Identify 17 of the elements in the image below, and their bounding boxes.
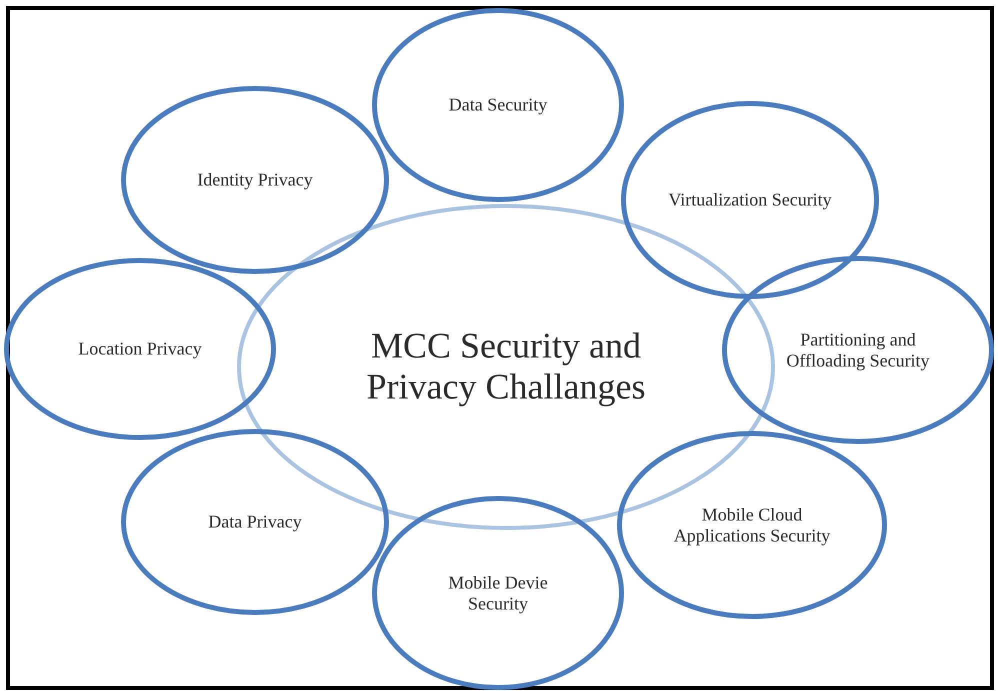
challenge-circle xyxy=(4,258,276,440)
challenge-label: Data Security xyxy=(448,94,548,116)
challenge-label: Virtualization Security xyxy=(667,190,833,210)
challenge-label: Location Privacy xyxy=(77,338,203,360)
challenge-label: Identity Privacy xyxy=(196,170,314,190)
center-title: MCC Security and Privacy Challanges xyxy=(366,326,646,408)
challenge-label: Mobile Devie Security xyxy=(447,572,549,614)
challenge-circle xyxy=(372,496,624,690)
challenge-circle xyxy=(372,8,624,202)
challenge-label: Partitioning and Offloading Security xyxy=(785,329,931,371)
challenge-circle xyxy=(722,256,994,444)
challenge-label: Data Privacy xyxy=(207,512,303,532)
challenge-circle xyxy=(121,429,389,615)
challenge-label: Mobile Cloud Applications Security xyxy=(672,504,832,546)
challenge-circle xyxy=(621,101,879,299)
challenge-circle xyxy=(121,86,389,274)
challenge-circle xyxy=(617,431,887,619)
